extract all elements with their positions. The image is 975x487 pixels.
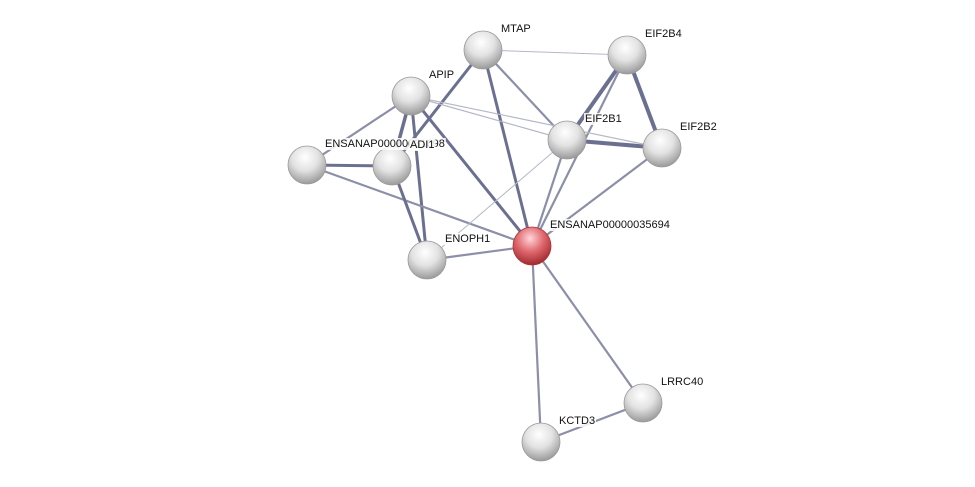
node-mtap[interactable]	[463, 30, 503, 70]
edge-apip-eif2b2[interactable]	[410, 95, 663, 149]
node-label-apip: APIP	[429, 69, 454, 81]
node-label-query: ENSANAP00000035694	[550, 219, 670, 231]
edge-mtap-query[interactable]	[481, 49, 534, 247]
node-label-eif2b4: EIF2B4	[645, 28, 682, 40]
edge-query-lrrc40[interactable]	[531, 245, 644, 404]
node-adi1[interactable]	[372, 146, 412, 186]
node-apip[interactable]	[391, 76, 431, 116]
edge-apip-eif2b1[interactable]	[410, 95, 568, 141]
edge-query-kctd3[interactable]	[530, 245, 543, 443]
edge-apip-enoph1[interactable]	[409, 95, 429, 261]
node-enoph1[interactable]	[407, 240, 447, 280]
node-label-eif2b2: EIF2B2	[680, 121, 717, 133]
edge-apip-ensa698[interactable]	[306, 95, 412, 166]
node-query[interactable]	[512, 226, 552, 266]
node-label-enoph1: ENOPH1	[445, 233, 490, 245]
node-label-mtap: MTAP	[501, 23, 531, 35]
edge-eif2b2-query[interactable]	[531, 147, 663, 247]
node-label-adi1: ADI1	[410, 139, 434, 151]
node-ensa698[interactable]	[287, 145, 327, 185]
node-label-lrrc40: LRRC40	[661, 376, 703, 388]
edge-mtap-eif2b4[interactable]	[482, 49, 628, 56]
node-eif2b1[interactable]	[547, 120, 587, 160]
node-eif2b2[interactable]	[642, 128, 682, 168]
node-lrrc40[interactable]	[623, 383, 663, 423]
node-kctd3[interactable]	[521, 422, 561, 462]
node-label-kctd3: KCTD3	[559, 415, 595, 427]
edge-apip-query[interactable]	[409, 95, 534, 247]
edge-ensa698-query[interactable]	[306, 163, 533, 248]
node-eif2b4[interactable]	[607, 35, 647, 75]
node-label-eif2b1: EIF2B1	[585, 113, 622, 125]
